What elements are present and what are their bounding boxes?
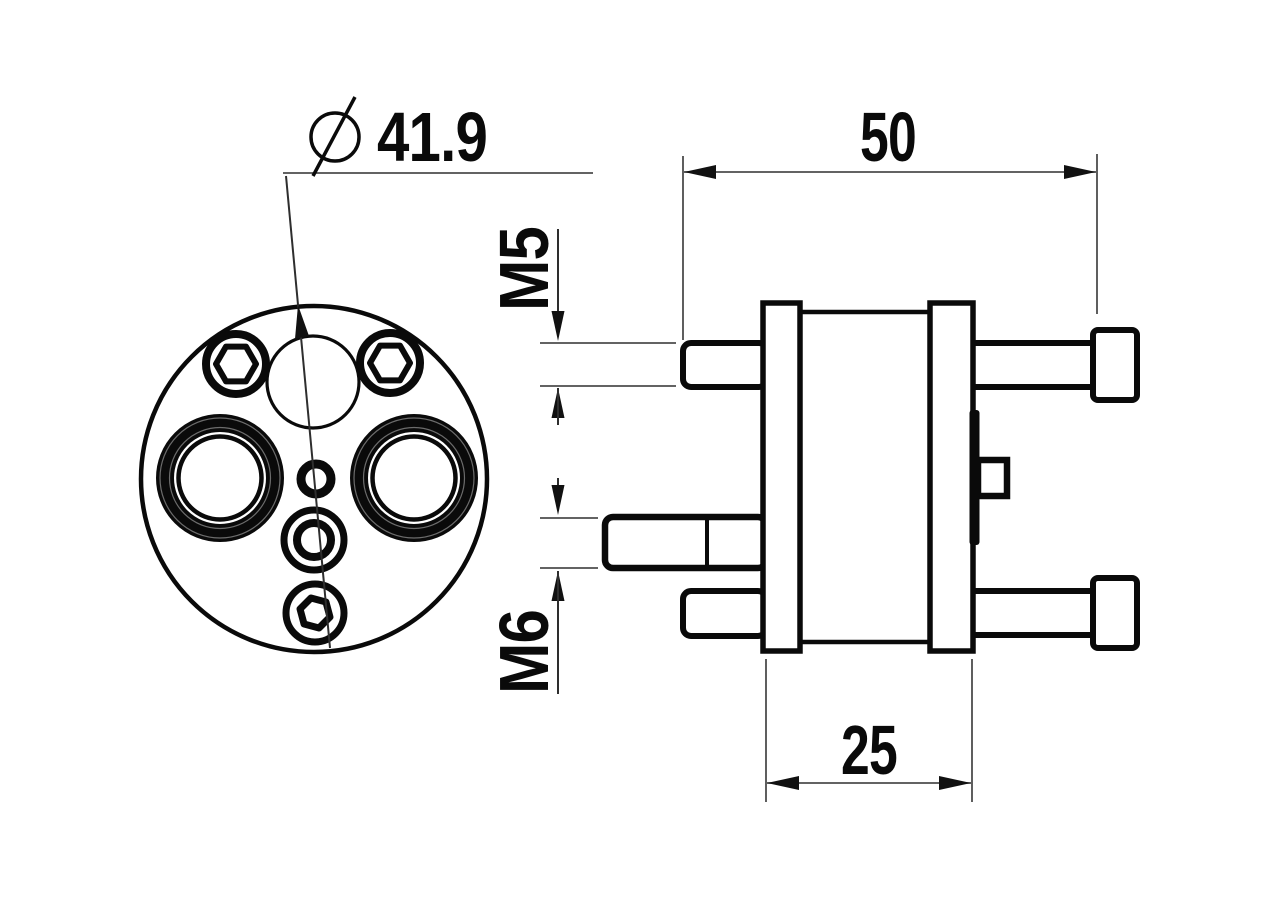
m5-stud — [680, 340, 770, 390]
dimension-m6-thread: M6 — [485, 478, 598, 694]
port-bore-left — [156, 414, 284, 542]
leader-line — [285, 175, 331, 649]
hex-socket-icon — [367, 342, 413, 384]
top-bolt-head — [1090, 327, 1140, 403]
left-flange-plate — [760, 300, 803, 654]
hex-socket-hole-top-right — [356, 329, 424, 397]
m6-stud — [601, 513, 770, 572]
hex-socket-icon — [213, 343, 259, 385]
diameter-callout: 41.9 — [283, 96, 593, 649]
m6-thread-label: M6 — [485, 610, 563, 694]
right-flange-plate — [927, 300, 976, 654]
valve-body — [797, 309, 933, 645]
diameter-value-label: 41.9 — [377, 98, 487, 176]
arrowhead-icon — [939, 776, 971, 790]
arrowhead-icon — [1064, 165, 1096, 179]
arrowhead-icon — [551, 311, 565, 341]
dimension-m5-thread: M5 — [485, 227, 676, 425]
bore-circle — [176, 434, 264, 522]
thread-texture-ring — [159, 417, 281, 539]
dimension-flange-span: 25 — [765, 659, 973, 802]
leader-arrowhead-icon — [295, 305, 309, 339]
arrowhead-icon — [684, 165, 716, 179]
port-bore-right — [350, 414, 478, 542]
front-view: 41.9 — [138, 96, 593, 655]
side-tab — [974, 456, 1011, 500]
hex-socket-hole-bottom — [282, 580, 348, 646]
bore-circle — [370, 434, 458, 522]
bottom-bolt-head — [1090, 575, 1140, 651]
arrowhead-icon — [551, 485, 565, 515]
seal-band — [969, 410, 980, 545]
overall-length-label: 50 — [860, 98, 916, 176]
hex-socket-hole-top-left — [202, 330, 270, 398]
arrowhead-icon — [767, 776, 799, 790]
thread-texture-ring — [353, 417, 475, 539]
bottom-stud — [680, 588, 769, 639]
side-view — [601, 300, 1140, 654]
dimension-overall-length: 50 — [682, 98, 1098, 340]
lower-hole-inner-ring — [293, 519, 335, 561]
top-guide-circle — [265, 334, 361, 430]
thread-texture-ring — [168, 426, 272, 530]
thread-texture-ring — [362, 426, 466, 530]
lower-ring-hole — [280, 506, 348, 574]
diameter-symbol-icon — [309, 96, 361, 177]
flange-span-label: 25 — [841, 711, 897, 789]
m5-thread-label: M5 — [485, 227, 563, 311]
